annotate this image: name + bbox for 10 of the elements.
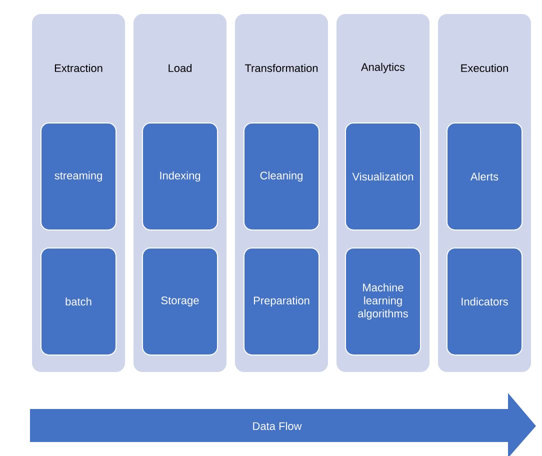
step-box: streaming (40, 122, 116, 230)
step-box: Storage (142, 248, 218, 356)
step-box: Machine learning algorithms (345, 248, 421, 356)
step-box: Visualization (345, 122, 421, 230)
step-box: Alerts (446, 122, 522, 230)
step-box: batch (40, 248, 116, 356)
step-box: Preparation (244, 248, 320, 356)
step-box: Indicators (446, 248, 522, 356)
step-box: Indexing (142, 122, 218, 230)
step-box: Cleaning (244, 122, 320, 230)
